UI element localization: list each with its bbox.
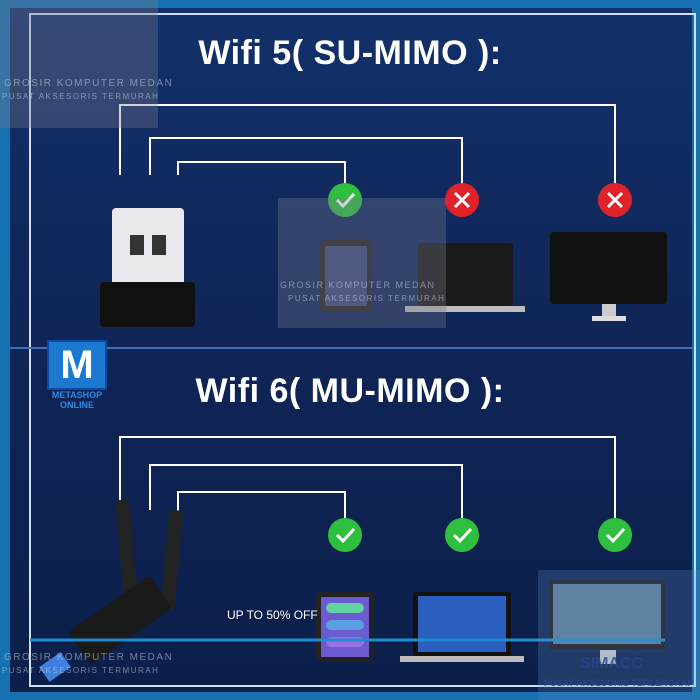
wifi6-connection-lines — [119, 436, 616, 520]
watermark-name: GROSIR KOMPUTER MEDAN — [4, 78, 174, 89]
check-icon — [445, 518, 479, 552]
cross-icon — [598, 183, 632, 217]
monitor-device — [550, 232, 667, 321]
usb-dongle-wifi5 — [100, 208, 195, 327]
watermark-name: GROSIR KOMPUTER MEDAN — [4, 652, 174, 663]
check-icon — [328, 183, 362, 217]
watermark-simacc-name: SIMACC — [580, 655, 644, 672]
frame — [29, 13, 696, 687]
monitor-device — [549, 580, 665, 664]
watermark-simacc — [538, 570, 700, 700]
check-icon — [598, 518, 632, 552]
wifi6-title: Wifi 6( MU-MIMO ): — [195, 372, 505, 410]
promo-text: UP TO 50% OFF — [227, 608, 318, 622]
watermark-name: GROSIR KOMPUTER MEDAN — [280, 280, 436, 290]
metashop-letter: M — [47, 340, 107, 390]
watermark-grosir-top — [0, 0, 158, 128]
wifi5-title: Wifi 5( SU-MIMO ): — [198, 34, 502, 72]
watermark-simacc-tagline: PUSAT AKSESORIS TERLENGKAP — [544, 678, 694, 688]
cross-icon — [445, 183, 479, 217]
watermark-tagline: PUSAT AKSESORIS TERMURAH — [288, 294, 446, 303]
metashop-logo: M METASHOP ONLINE — [47, 340, 107, 410]
watermark-grosir-center — [278, 198, 446, 328]
metashop-name: METASHOP ONLINE — [51, 390, 103, 410]
watermark-tagline: PUSAT AKSESORIS TERMURAH — [2, 92, 160, 101]
laptop-device — [405, 243, 525, 312]
wifi5-connection-lines — [119, 104, 616, 185]
tablet-device — [316, 592, 374, 662]
tablet-device — [320, 240, 372, 312]
watermark-tagline: PUSAT AKSESORIS TERMURAH — [2, 666, 160, 675]
laptop-device — [400, 592, 524, 662]
check-icon — [328, 518, 362, 552]
usb-adapter-wifi6 — [39, 499, 183, 682]
